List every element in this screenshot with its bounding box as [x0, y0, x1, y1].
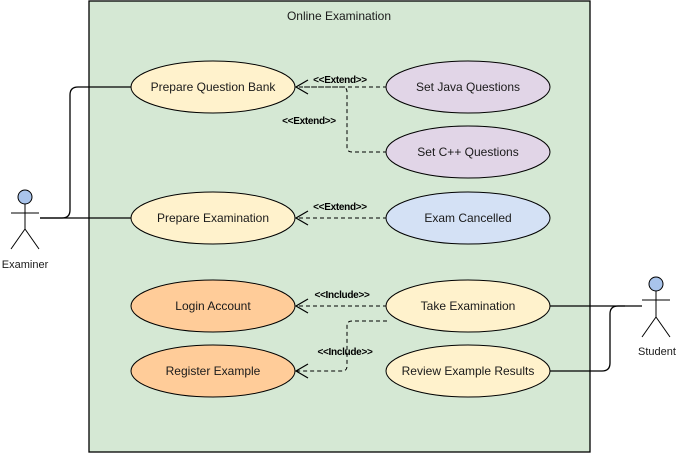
actor-leg-left — [641, 316, 657, 338]
use-case-label: Take Examination — [421, 299, 516, 313]
stereotype-label-extend-cpp: <<Extend>> — [282, 116, 336, 127]
stereotype-label-include-login: <<Include>> — [314, 290, 370, 301]
use-case-take-examination[interactable]: Take Examination — [385, 279, 551, 333]
stereotype-label-include-register: <<Include>> — [317, 347, 373, 358]
use-case-label: Set C++ Questions — [417, 145, 518, 159]
use-case-label: Exam Cancelled — [424, 211, 511, 225]
use-case-shape[interactable] — [130, 279, 296, 333]
arrowhead-login-account — [294, 298, 309, 314]
use-case-label: Review Example Results — [402, 364, 535, 378]
use-case-label: Prepare Examination — [157, 211, 269, 225]
use-case-shape[interactable] — [385, 191, 551, 245]
actor-label: Student — [638, 346, 676, 358]
use-case-prepare-examination[interactable]: Prepare Examination — [130, 191, 296, 245]
actor-student[interactable]: Student — [638, 276, 676, 358]
actor-label: Examiner — [2, 259, 49, 271]
use-case-shape[interactable] — [385, 344, 551, 398]
use-case-shape[interactable] — [130, 344, 296, 398]
extend-line-cpp — [300, 86, 387, 153]
actor-examiner[interactable]: Examiner — [2, 189, 49, 271]
use-case-label: Set Java Questions — [416, 80, 520, 94]
use-case-shape[interactable] — [130, 191, 296, 245]
use-case-label: Login Account — [175, 299, 251, 313]
use-case-prepare-question-bank[interactable]: Prepare Question Bank — [130, 60, 296, 114]
use-case-set-java-questions[interactable]: Set Java Questions — [385, 60, 551, 114]
actor-leg-right — [655, 316, 671, 338]
actor-leg-right — [24, 228, 40, 250]
use-case-label: Prepare Question Bank — [151, 80, 277, 94]
arrowhead-prepare-examination — [294, 210, 309, 226]
actor-head-icon — [648, 276, 664, 292]
use-case-register-example[interactable]: Register Example — [130, 344, 296, 398]
stereotype-label-extend-cancelled: <<Extend>> — [313, 202, 367, 213]
arrowhead-register-example — [294, 363, 309, 379]
use-case-login-account[interactable]: Login Account — [130, 279, 296, 333]
arrowhead-prepare-question-bank — [294, 79, 309, 95]
use-case-exam-cancelled[interactable]: Exam Cancelled — [385, 191, 551, 245]
include-line-register — [296, 320, 387, 372]
use-case-label: Register Example — [166, 364, 261, 378]
use-case-shape[interactable] — [130, 60, 296, 114]
use-case-shape[interactable] — [385, 279, 551, 333]
association-student-review-results — [550, 305, 625, 372]
actor-head-icon — [17, 189, 33, 205]
actor-leg-left — [10, 228, 26, 250]
system-title: Online Examination — [287, 9, 391, 23]
use-case-shape[interactable] — [385, 60, 551, 114]
stereotype-label-extend-java: <<Extend>> — [313, 75, 367, 86]
use-case-shape[interactable] — [385, 125, 551, 179]
use-case-review-example-results[interactable]: Review Example Results — [385, 344, 551, 398]
use-case-set-cpp-questions[interactable]: Set C++ Questions — [385, 125, 551, 179]
